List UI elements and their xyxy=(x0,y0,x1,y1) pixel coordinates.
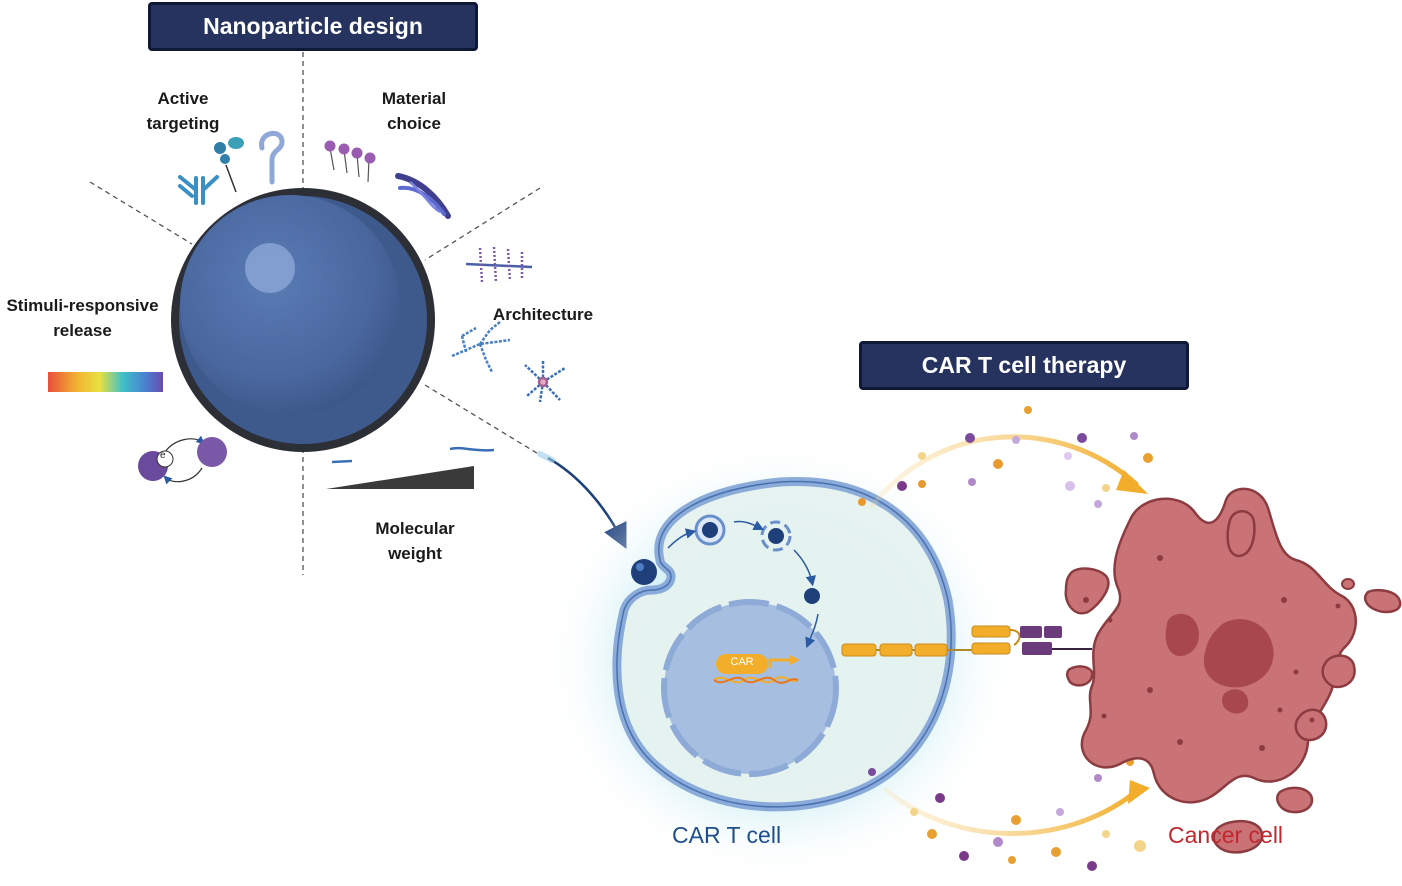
ligand-receptor-icon xyxy=(214,137,244,193)
car-t-cell-therapy-title: CAR T cell therapy xyxy=(921,352,1127,378)
car-gene-dna xyxy=(713,654,800,684)
nanoparticle-design-banner: Nanoparticle design xyxy=(148,2,478,51)
redox-spheres-icon xyxy=(138,435,227,485)
uptake-arrows xyxy=(667,520,819,649)
internalized-nanoparticles xyxy=(631,514,820,604)
electron-label: e xyxy=(160,450,166,461)
car-t-cell-therapy-banner: CAR T cell therapy xyxy=(859,341,1189,390)
protein-ribbon-icon xyxy=(395,173,451,219)
star-polymer-icon xyxy=(524,360,566,403)
cancer-cell xyxy=(1064,487,1402,854)
aptamer-icon xyxy=(259,131,285,185)
short-polymer-icon xyxy=(331,446,495,464)
lipid-icon xyxy=(324,140,376,183)
tumor-antigen xyxy=(1020,626,1092,655)
cytokine-arrow-top xyxy=(869,434,1139,509)
antibody-icon xyxy=(178,175,219,205)
nucleus xyxy=(661,599,839,777)
car-receptor xyxy=(841,625,1021,657)
dendrimer-icon xyxy=(451,321,511,373)
nanoparticle-sphere xyxy=(171,188,435,452)
cytokine-particles xyxy=(858,406,1153,871)
stimuli-responsive-release-label: Stimuli-responsive release xyxy=(6,296,159,340)
material-choice-label: Material choice xyxy=(381,89,447,133)
rainbow-spectrum-bar xyxy=(48,372,163,392)
architecture-label: Architecture xyxy=(492,305,594,324)
polymer-brush-icon xyxy=(465,246,533,284)
active-targeting-label: Active targeting xyxy=(146,89,220,133)
car-gene-label: CAR xyxy=(730,656,754,668)
molecular-weight-wedge xyxy=(326,466,474,489)
molecular-weight-label: Molecular weight xyxy=(375,519,455,563)
sector-dividers xyxy=(89,52,541,575)
cancer-cell-label: Cancer cell xyxy=(1168,822,1284,848)
nanoparticle-design-title: Nanoparticle design xyxy=(203,13,423,39)
car-t-cell-label: CAR T cell xyxy=(672,822,782,848)
